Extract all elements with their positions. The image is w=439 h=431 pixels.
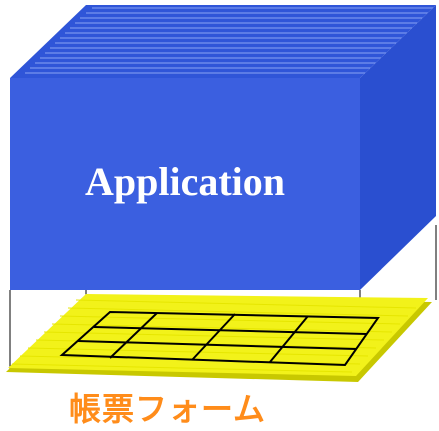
form-sheet [6,294,432,382]
form-grid-row-line [93,326,368,335]
form-grid-col-line [269,315,309,363]
form-grid-col-line [109,312,158,359]
form-grid [59,310,380,367]
form-grid-row-line [77,340,357,350]
application-box-top-stripes [25,7,433,74]
application-box-front [10,78,360,290]
form-grid-border [59,310,380,367]
application-box: Application [10,5,436,290]
form-grid-col-line [191,313,236,361]
form-label: 帳票フォーム [68,390,267,428]
application-box-side [360,5,436,290]
application-label: Application [85,159,285,204]
